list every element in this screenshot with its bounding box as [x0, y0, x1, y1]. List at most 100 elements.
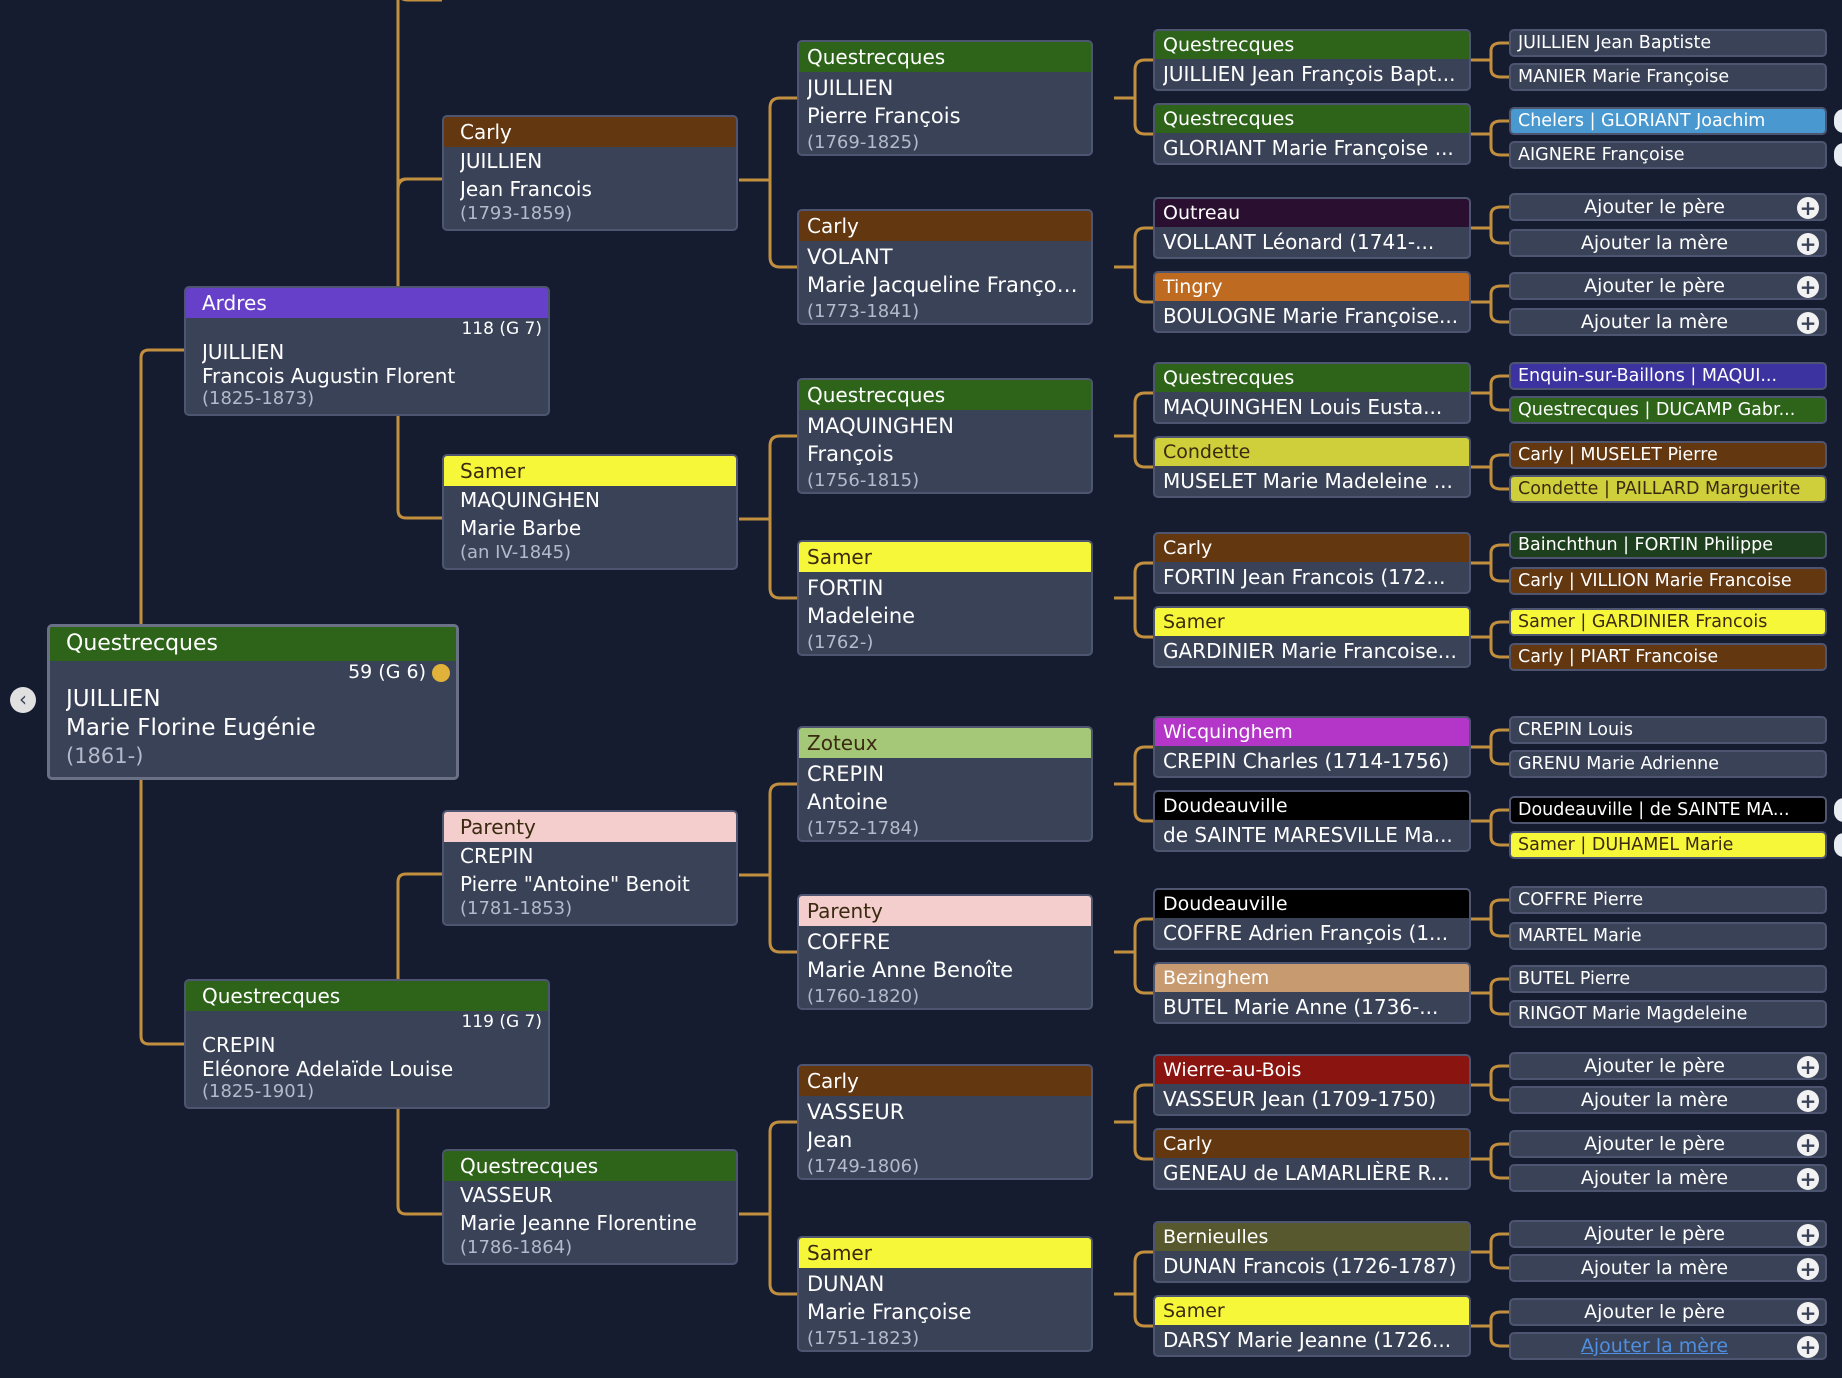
- plus-circle-icon[interactable]: +: [1797, 1258, 1819, 1280]
- add-mother-button[interactable]: Ajouter la mère+: [1509, 1332, 1827, 1360]
- place-band: Carly: [444, 117, 736, 147]
- life-years: (1825-1873): [202, 388, 315, 409]
- ancestor-name-chip[interactable]: JUILLIEN Jean Baptiste: [1509, 29, 1827, 57]
- ancestor-name-chip[interactable]: CREPIN Louis: [1509, 716, 1827, 744]
- expand-edge-handle[interactable]: [1834, 109, 1842, 133]
- ancestor-name-chip[interactable]: Chelers | GLORIANT Joachim: [1509, 107, 1827, 135]
- plus-circle-icon[interactable]: +: [1797, 1336, 1819, 1358]
- plus-circle-icon[interactable]: +: [1797, 276, 1819, 298]
- person-gold-icon: [432, 663, 450, 682]
- life-years: (1781-1853): [460, 898, 573, 919]
- plus-circle-icon[interactable]: +: [1797, 1090, 1819, 1112]
- add-mother-button[interactable]: Ajouter la mère+: [1509, 229, 1827, 257]
- expand-edge-handle[interactable]: [1834, 833, 1842, 857]
- place-band: Samer: [799, 1238, 1091, 1268]
- plus-circle-icon[interactable]: +: [1797, 1168, 1819, 1190]
- ancestor-name-chip[interactable]: Doudeauville | de SAINTE MA...: [1509, 796, 1827, 824]
- connector-line: [1489, 119, 1509, 157]
- ancestor-name-chip[interactable]: Condette | PAILLARD Marguerite: [1509, 475, 1827, 503]
- add-father-button[interactable]: Ajouter le père+: [1509, 193, 1827, 221]
- plus-circle-icon[interactable]: +: [1797, 312, 1819, 334]
- back-arrow-icon[interactable]: ‹: [10, 687, 36, 713]
- ancestor-name-chip[interactable]: Samer | GARDINIER Francois: [1509, 608, 1827, 636]
- plus-circle-icon[interactable]: +: [1797, 1302, 1819, 1324]
- ancestor-name-chip[interactable]: Carly | VILLION Marie Francoise: [1509, 567, 1827, 595]
- add-father-button[interactable]: Ajouter le père+: [1509, 272, 1827, 300]
- ancestor-name-chip[interactable]: BUTEL Pierre: [1509, 965, 1827, 993]
- first-names: Pierre François: [807, 104, 961, 128]
- person-details: GARDINIER Marie Francoise...: [1155, 636, 1469, 666]
- add-mother-button[interactable]: Ajouter la mère+: [1509, 1086, 1827, 1114]
- add-father-button[interactable]: Ajouter le père+: [1509, 1052, 1827, 1080]
- connector-line: [1133, 226, 1153, 304]
- add-father-button[interactable]: Ajouter le père+: [1509, 1130, 1827, 1158]
- ancestor-name-chip[interactable]: Enquin-sur-Baillons | MAQUI...: [1509, 362, 1827, 390]
- expand-edge-handle[interactable]: [1834, 143, 1842, 167]
- person-name: de SAINTE MARESVILLE Ma...: [1163, 823, 1453, 847]
- person-details: GLORIANT Marie Françoise ...: [1155, 133, 1469, 163]
- plus-circle-icon[interactable]: +: [1797, 1056, 1819, 1078]
- ancestor-name-chip[interactable]: AIGNERE Françoise: [1509, 141, 1827, 169]
- chip-label: Samer | GARDINIER Francois: [1518, 612, 1768, 632]
- add-mother-button[interactable]: Ajouter la mère+: [1509, 308, 1827, 336]
- ancestor-name-chip[interactable]: Questrecques | DUCAMP Gabr...: [1509, 396, 1827, 424]
- person-name: DARSY Marie Jeanne (1726...: [1163, 1328, 1452, 1352]
- add-father-button[interactable]: Ajouter le père+: [1509, 1220, 1827, 1248]
- life-years: (an IV-1845): [460, 542, 572, 563]
- place-band: Questrecques: [1155, 105, 1469, 133]
- plus-circle-icon[interactable]: +: [1797, 233, 1819, 255]
- add-mother-button[interactable]: Ajouter la mère+: [1509, 1254, 1827, 1282]
- ancestor-name-chip[interactable]: Carly | PIART Francoise: [1509, 643, 1827, 671]
- connector-line: [768, 96, 797, 269]
- ancestor-name-chip[interactable]: Bainchthun | FORTIN Philippe: [1509, 531, 1827, 559]
- chip-label: RINGOT Marie Magdeleine: [1518, 1004, 1748, 1024]
- plus-circle-icon[interactable]: +: [1797, 197, 1819, 219]
- plus-circle-icon[interactable]: +: [1797, 1134, 1819, 1156]
- ancestor-name-chip[interactable]: MARTEL Marie: [1509, 922, 1827, 950]
- place-band: Samer: [799, 542, 1091, 572]
- ancestor-name-chip[interactable]: MANIER Marie Françoise: [1509, 63, 1827, 91]
- ancestor-name-chip[interactable]: Samer | DUHAMEL Marie: [1509, 831, 1827, 859]
- ancestor-name-chip[interactable]: GRENU Marie Adrienne: [1509, 750, 1827, 778]
- ancestor-name-chip[interactable]: Carly | MUSELET Pierre: [1509, 441, 1827, 469]
- add-mother-button[interactable]: Ajouter la mère+: [1509, 1164, 1827, 1192]
- ancestor-name-chip[interactable]: RINGOT Marie Magdeleine: [1509, 1000, 1827, 1028]
- expand-edge-handle[interactable]: [1834, 798, 1842, 822]
- ancestor-name-chip[interactable]: COFFRE Pierre: [1509, 886, 1827, 914]
- plus-circle-icon[interactable]: +: [1797, 1224, 1819, 1246]
- add-father-button[interactable]: Ajouter le père+: [1509, 1298, 1827, 1326]
